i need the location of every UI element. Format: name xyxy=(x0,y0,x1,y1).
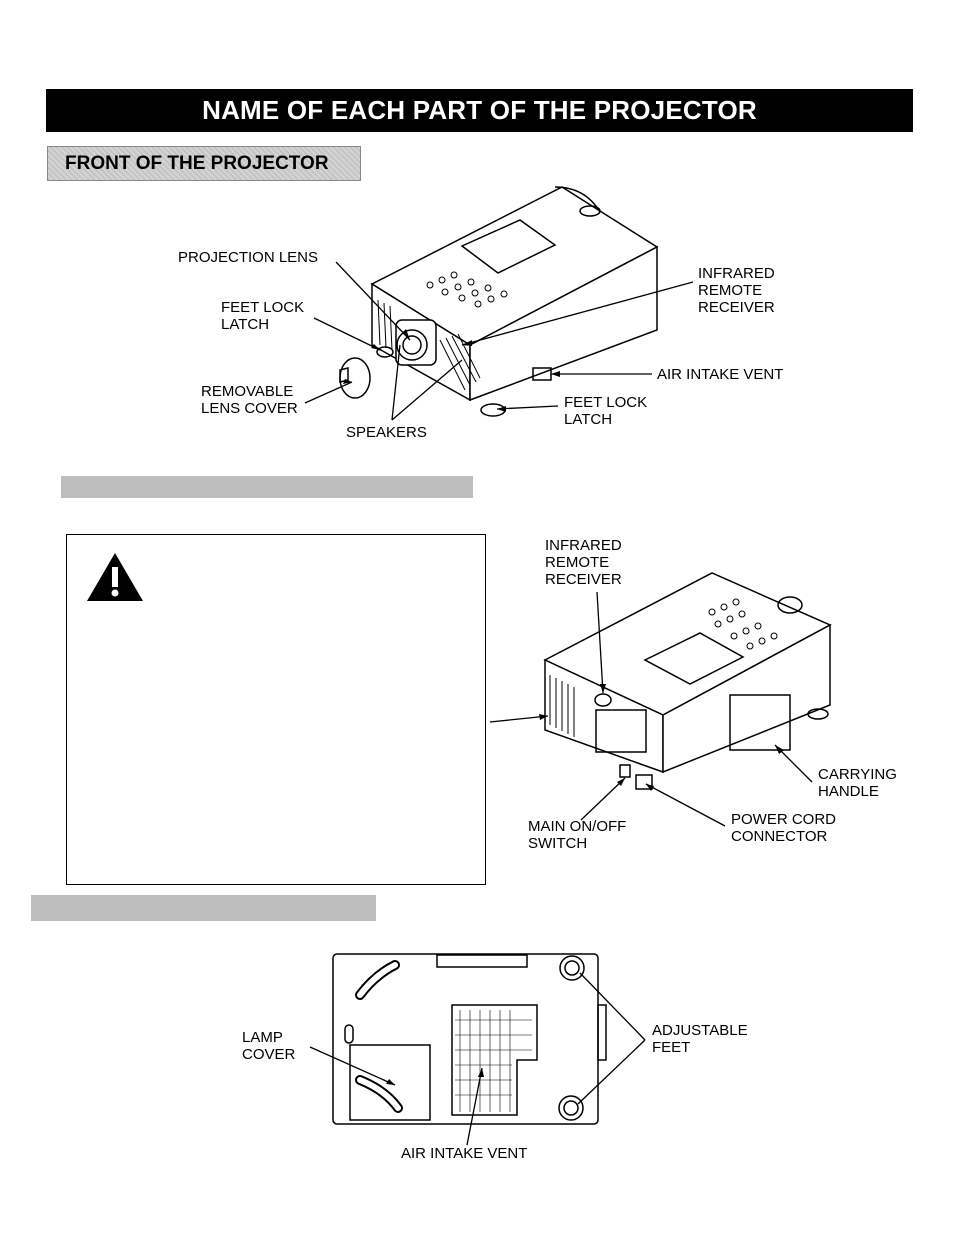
label-air-intake-vent-front: AIR INTAKE VENT xyxy=(657,366,784,383)
back-projector-drawing xyxy=(543,572,832,790)
front-projector-drawing xyxy=(370,186,659,417)
label-air-intake-vent-bottom: AIR INTAKE VENT xyxy=(401,1145,528,1162)
section-bottom-heading-bar xyxy=(31,895,376,921)
section-back-heading-bar xyxy=(61,476,473,498)
label-infrared-remote-receiver-back: INFRARED REMOTE RECEIVER xyxy=(545,537,622,588)
page-title: NAME OF EACH PART OF THE PROJECTOR xyxy=(46,89,913,132)
caution-box xyxy=(66,534,486,885)
label-feet-lock-latch-right: FEET LOCK LATCH xyxy=(564,394,648,428)
lens-cover-drawing xyxy=(339,357,371,399)
bottom-projector-drawing xyxy=(332,953,607,1125)
section-front-heading: FRONT OF THE PROJECTOR xyxy=(47,146,361,181)
label-removable-lens-cover: REMOVABLE LENS COVER xyxy=(201,383,298,417)
label-infrared-remote-receiver-front: INFRARED REMOTE RECEIVER xyxy=(698,265,775,316)
label-carrying-handle: CARRYING HANDLE xyxy=(818,766,897,800)
label-feet-lock-latch-left: FEET LOCK LATCH xyxy=(221,299,305,333)
label-lamp-cover: LAMP COVER xyxy=(242,1029,296,1063)
label-projection-lens: PROJECTION LENS xyxy=(178,249,319,266)
label-main-on-off-switch: MAIN ON/OFF SWITCH xyxy=(528,818,627,852)
label-adjustable-feet: ADJUSTABLE FEET xyxy=(652,1022,748,1056)
warning-icon xyxy=(87,553,143,601)
label-speakers: SPEAKERS xyxy=(346,424,427,441)
label-power-cord-connector: POWER CORD CONNECTOR xyxy=(731,811,836,845)
